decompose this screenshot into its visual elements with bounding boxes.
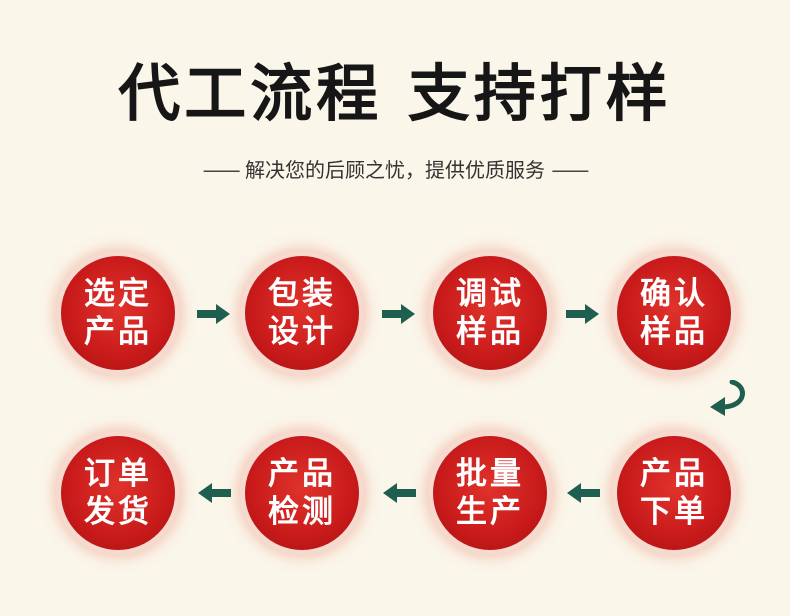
step-label: 产品 — [268, 456, 336, 492]
step-2-circle: 包装 设计 — [245, 256, 359, 370]
step-label: 批量 — [456, 456, 524, 492]
arrow-right-icon — [197, 304, 230, 324]
step-3-circle: 调试 样品 — [433, 256, 547, 370]
step-label: 包装 — [268, 276, 336, 312]
step-label: 检测 — [268, 494, 336, 530]
step-label: 发货 — [84, 494, 152, 530]
step-label: 样品 — [640, 314, 708, 350]
step-8-circle: 订单 发货 — [61, 436, 175, 550]
step-5-circle: 产品 下单 — [617, 436, 731, 550]
arrow-right-icon — [382, 304, 415, 324]
step-label: 生产 — [456, 494, 524, 530]
page-title: 代工流程 支持打样 — [118, 57, 672, 130]
arrow-right-icon — [566, 304, 599, 324]
subtitle-text: 解决您的后顾之忧，提供优质服务 — [245, 158, 545, 182]
step-label: 样品 — [456, 314, 524, 350]
step-label: 调试 — [456, 276, 524, 312]
turn-down-arrow-icon — [710, 380, 745, 416]
arrow-left-icon — [567, 483, 600, 503]
step-6-circle: 批量 生产 — [433, 436, 547, 550]
subtitle-dash-right: —— — [551, 158, 589, 182]
step-1-circle: 选定 产品 — [61, 256, 175, 370]
step-label: 确认 — [640, 276, 708, 312]
arrow-left-icon — [383, 483, 416, 503]
page-subtitle: —— 解决您的后顾之忧，提供优质服务 —— — [0, 155, 790, 185]
step-label: 设计 — [268, 314, 336, 350]
subtitle-dash-left: —— — [202, 158, 241, 182]
arrow-left-icon — [198, 483, 231, 503]
step-label: 产品 — [84, 314, 152, 350]
step-7-circle: 产品 检测 — [245, 436, 359, 550]
step-4-circle: 确认 样品 — [617, 256, 731, 370]
step-label: 选定 — [84, 276, 152, 312]
step-label: 下单 — [640, 494, 708, 530]
step-label: 订单 — [84, 456, 152, 492]
step-label: 产品 — [640, 456, 708, 492]
